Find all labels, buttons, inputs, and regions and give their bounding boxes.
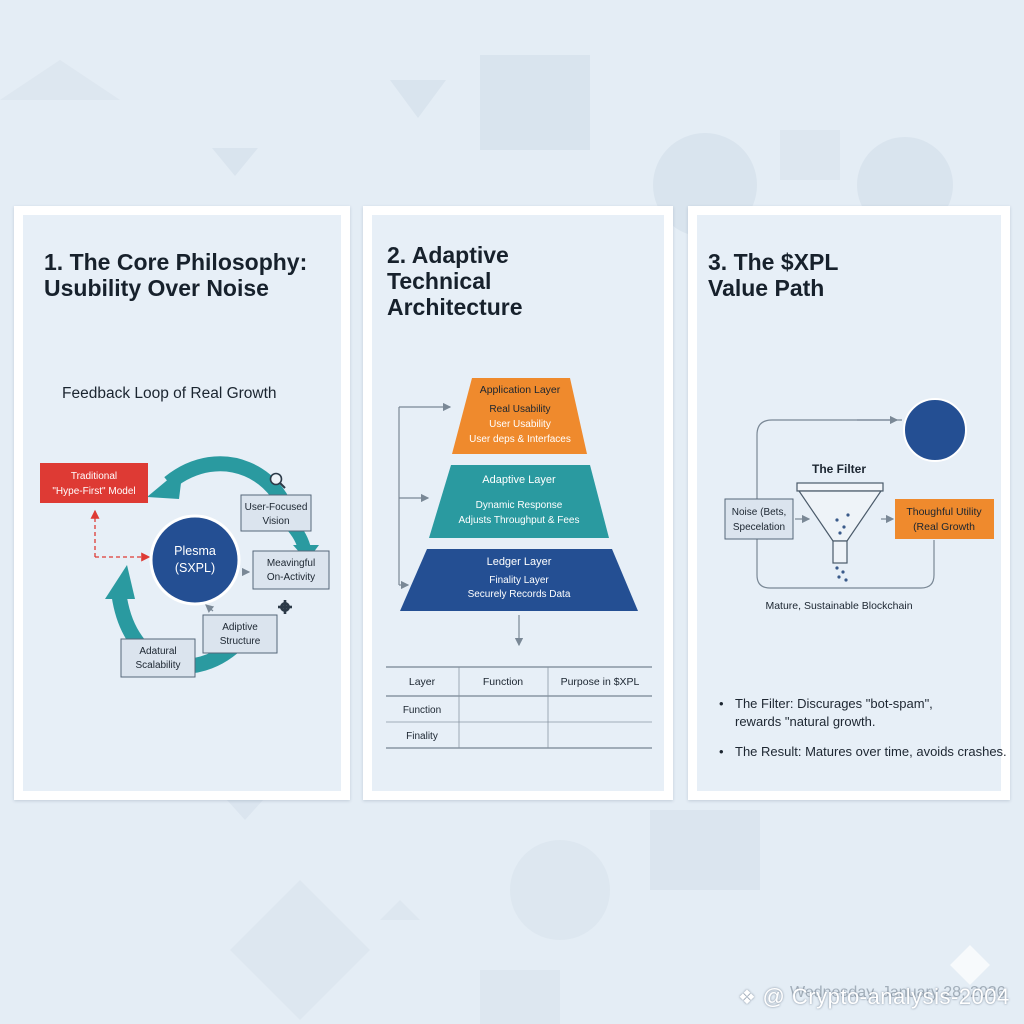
natural-scalability-box xyxy=(120,638,196,678)
table-header-function: Function xyxy=(483,676,523,688)
value-path-diagram: The Filter Noise (Bets, Specelation Thou… xyxy=(724,398,994,612)
ledger-layer-line2: Securely Records Data xyxy=(468,589,571,600)
user-focused-line2: Vision xyxy=(262,516,289,527)
app-layer-line3: User deps & Interfaces xyxy=(469,434,571,445)
value-path-loop xyxy=(756,419,935,589)
panel-2-title: 2. Adaptive Technical Architecture xyxy=(387,242,522,320)
binance-logo-icon: ❖ xyxy=(738,987,757,1009)
noise-line2: Specelation xyxy=(733,522,785,533)
filter-label: The Filter xyxy=(812,462,866,476)
panel-1-title-line1: 1. The Core Philosophy: xyxy=(44,249,308,275)
application-layer-shape xyxy=(452,378,587,454)
ledger-layer-title: Ledger Layer xyxy=(487,556,552,568)
panel-2-title-line3: Architecture xyxy=(387,294,523,320)
bullet-filter: • The Filter: Discurages "bot-spam", rew… xyxy=(715,695,1011,731)
adaptive-to-center-arrow xyxy=(205,604,215,613)
adaptive-layer-line2: Adjusts Throughput & Fees xyxy=(459,515,580,526)
app-layer-line1: Real Usability xyxy=(489,404,550,415)
bullet-result: • The Result: Matures over time, avoids … xyxy=(715,743,1011,761)
adaptive-layer-shape xyxy=(429,465,609,538)
loop-arrowhead-top xyxy=(147,467,183,499)
panel-2-title-line1: 2. Adaptive xyxy=(387,242,509,268)
table-header-layer: Layer xyxy=(409,676,436,688)
filter-funnel-icon xyxy=(796,482,884,582)
sustainable-caption: Mature, Sustainable Blockchain xyxy=(765,600,912,612)
watermark-handle: @ Crypto-analysis-2004 xyxy=(762,984,1010,1009)
meaningful-activity-box xyxy=(252,550,330,590)
natural-line2: Scalability xyxy=(135,660,180,671)
adaptive-structure-box xyxy=(202,614,278,654)
panel-3-title-line2: Value Path xyxy=(708,275,825,301)
panel-value-path: 3. The $XPL Value Path The Filter xyxy=(688,206,1010,800)
user-focused-box xyxy=(240,494,312,532)
table-header-purpose: Purpose in $XPL xyxy=(561,676,640,688)
utility-box xyxy=(895,499,994,539)
layer-table: Layer Function Purpose in $XPL Function … xyxy=(386,666,652,749)
adaptive-line2: Structure xyxy=(220,636,261,647)
panel-2-title-line2: Technical xyxy=(387,268,492,294)
architecture-pyramid-diagram: Application Layer Real Usability User Us… xyxy=(386,378,652,749)
loop-arrowhead-bottom xyxy=(105,565,135,599)
meaningful-line1: Meavingful xyxy=(267,558,315,569)
ledger-layer-shape xyxy=(400,549,638,611)
app-layer-line2: User Usability xyxy=(489,419,551,430)
bullet-filter-line1: The Filter: Discurages "bot-spam", xyxy=(735,696,933,711)
blockchain-node-circle xyxy=(903,398,967,462)
panel-3-title-line1: 3. The $XPL xyxy=(708,249,839,275)
adaptive-layer-line1: Dynamic Response xyxy=(476,500,563,511)
ledger-layer-line1: Finality Layer xyxy=(489,575,549,586)
table-row-2-layer: Finality xyxy=(406,731,438,742)
plasma-center-node xyxy=(149,514,241,606)
app-layer-title: Application Layer xyxy=(480,384,561,396)
magnifier-icon xyxy=(269,472,286,489)
noise-box xyxy=(724,498,794,540)
center-line1: Plesma xyxy=(174,544,216,558)
panel-3-title: 3. The $XPL Value Path xyxy=(708,249,838,301)
panel-1-title: 1. The Core Philosophy: Usubility Over N… xyxy=(44,249,307,301)
bullet-filter-line2: rewards "natural growth. xyxy=(735,714,876,729)
bullet-result-text: The Result: Matures over time, avoids cr… xyxy=(735,744,1007,759)
utility-line1: Thoughful Utility xyxy=(906,506,982,518)
loop-subtitle: Feedback Loop of Real Growth xyxy=(62,385,277,402)
watermark: ❖@ Crypto-analysis-2004 xyxy=(738,984,1010,1010)
table-row-1-layer: Function xyxy=(403,705,441,716)
panel-core-philosophy: 1. The Core Philosophy: Usubility Over N… xyxy=(14,206,350,800)
traditional-line1: Traditional xyxy=(71,471,117,482)
bullet-dot: • xyxy=(719,744,724,759)
traditional-model-box xyxy=(40,463,148,503)
watermark-date: Wednesday, January 28, 2026 xyxy=(790,984,1006,1001)
adaptive-line1: Adiptive xyxy=(222,622,258,633)
adaptive-layer-title: Adaptive Layer xyxy=(482,474,556,486)
bullet-dot: • xyxy=(719,696,724,711)
panel-1-title-line2: Usubility Over Noise xyxy=(44,275,269,301)
meaningful-line2: On-Activity xyxy=(267,572,315,583)
gear-icon xyxy=(278,600,292,614)
natural-line1: Adatural xyxy=(139,646,176,657)
traditional-line2: "Hype-First" Model xyxy=(52,486,135,497)
center-line2: (SXPL) xyxy=(175,561,215,575)
user-focused-line1: User-Focused xyxy=(245,502,308,513)
feedback-loop-diagram: Feedback Loop of Real Growth Traditional… xyxy=(40,385,330,678)
value-path-bullets: • The Filter: Discurages "bot-spam", rew… xyxy=(715,695,1011,773)
noise-line1: Noise (Bets, xyxy=(732,507,786,518)
utility-line2: (Real Growth xyxy=(913,521,975,533)
panel-technical-architecture: 2. Adaptive Technical Architecture Appli… xyxy=(363,206,673,800)
